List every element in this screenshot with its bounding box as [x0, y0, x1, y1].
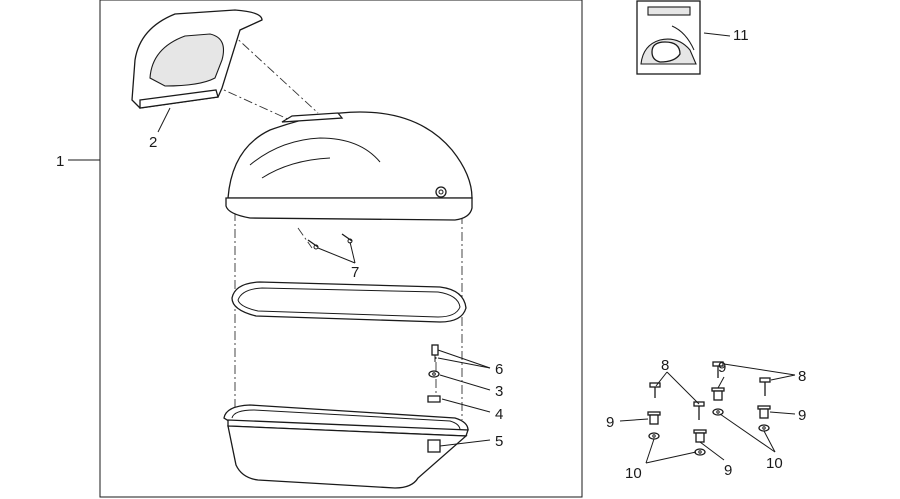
fastener-washers — [648, 408, 770, 456]
callout-9-bottom: 9 — [724, 462, 732, 479]
callout-3: 3 — [495, 383, 503, 400]
callout-labels: 1 2 7 6 3 4 5 11 8 8 9 9 9 9 10 10 — [56, 27, 806, 482]
lid-inner-panel — [131, 9, 263, 109]
callout-7: 7 — [351, 264, 359, 281]
callout-9-right: 9 — [798, 407, 806, 424]
callout-10-right: 10 — [766, 455, 783, 472]
callout-2: 2 — [149, 134, 157, 151]
case-base — [223, 404, 469, 489]
callout-4: 4 — [495, 406, 503, 423]
callout-9-top: 9 — [718, 359, 726, 376]
assembly-frame — [99, 0, 583, 498]
callout-11: 11 — [733, 27, 749, 44]
leader-lines — [68, 32, 796, 464]
case-lid-shell — [225, 111, 473, 221]
callout-10-left: 10 — [625, 465, 642, 482]
callout-1: 1 — [56, 153, 64, 170]
seal-ring — [231, 281, 467, 323]
fastener-bushings — [647, 387, 771, 443]
callout-6: 6 — [495, 361, 503, 378]
callout-9-left: 9 — [606, 414, 614, 431]
callout-5: 5 — [495, 433, 503, 450]
callout-8-right: 8 — [798, 368, 806, 385]
lid-screws — [307, 233, 353, 250]
label-sticker-icon — [636, 0, 701, 75]
latch-hardware — [427, 344, 441, 403]
callout-8-left: 8 — [661, 357, 669, 374]
alignment-lines — [212, 31, 463, 420]
